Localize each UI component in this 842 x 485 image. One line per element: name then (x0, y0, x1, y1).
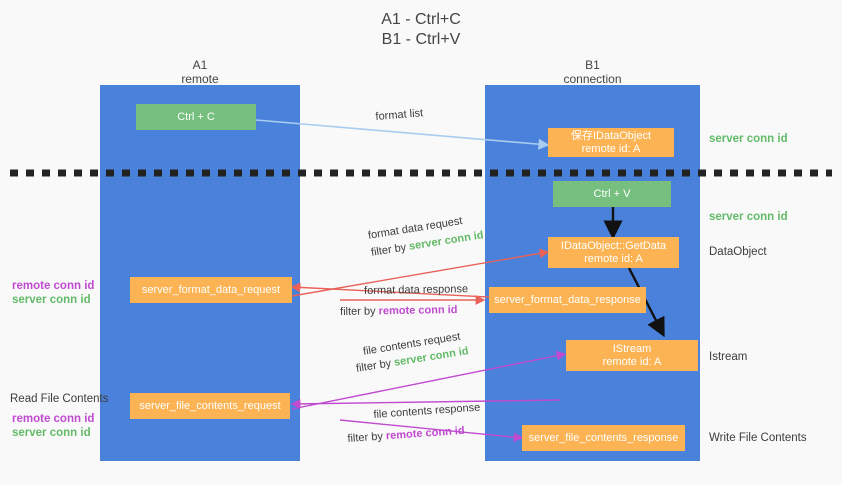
node-ctrl-c[interactable]: Ctrl + C (136, 104, 256, 130)
edge-label-format-data-response: format data response (364, 283, 469, 297)
annotation-left-conn-ids-2: remote conn id server conn id (12, 412, 94, 440)
title-line-2: B1 - Ctrl+V (381, 31, 461, 48)
column-b1-role: connection (563, 72, 622, 86)
column-b1-name: B1 (585, 58, 600, 72)
annotation-left-remote-conn-id-1: remote conn id (12, 280, 95, 292)
node-save-idataobject[interactable]: 保存IDataObject remote id: A (548, 128, 674, 157)
edge-label-fdresp-filter-key: remote conn id (378, 303, 458, 318)
edge-label-fcresp-filter-key: remote conn id (385, 424, 465, 443)
node-ctrl-c-label: Ctrl + C (177, 110, 215, 123)
edge-label-format-list: format list (375, 107, 424, 123)
annotation-server-conn-id-top: server conn id (709, 133, 788, 145)
node-server-file-contents-response[interactable]: server_file_contents_response (522, 425, 685, 451)
node-istream[interactable]: IStream remote id: A (566, 340, 698, 371)
column-a1-name: A1 (192, 58, 208, 72)
annotation-left-server-conn-id-1: server conn id (12, 294, 91, 306)
column-header-a1: A1 remote (100, 58, 300, 86)
edge-label-fcreq-filter-prefix: filter by (355, 356, 396, 375)
node-istream-label: IStream remote id: A (602, 342, 662, 368)
node-server-file-contents-request[interactable]: server_file_contents_request (130, 393, 290, 419)
edge-label-fdresp-filter-prefix: filter by (340, 305, 379, 318)
annotation-left-server-conn-id-2: server conn id (12, 427, 91, 439)
edge-label-fcresp-filter-prefix: filter by (347, 430, 387, 445)
node-ctrl-v[interactable]: Ctrl + V (553, 181, 671, 207)
annotation-istream: Istream (709, 351, 748, 363)
node-server-file-contents-request-label: server_file_contents_request (139, 399, 281, 412)
annotation-read-file-contents: Read File Contents (10, 393, 109, 405)
column-header-b1: B1 connection (485, 58, 700, 86)
column-a1-role: remote (181, 72, 219, 86)
annotation-left-conn-ids-1: remote conn id server conn id (12, 279, 94, 307)
title-line-1: A1 - Ctrl+C (381, 11, 461, 28)
annotation-server-conn-id-mid: server conn id (709, 211, 788, 223)
edge-label-format-data-response-filter: filter by remote conn id (340, 303, 458, 319)
node-server-file-contents-response-label: server_file_contents_response (528, 431, 679, 444)
node-server-format-data-request[interactable]: server_format_data_request (130, 277, 292, 303)
page-title: A1 - Ctrl+C B1 - Ctrl+V (0, 10, 842, 50)
edge-label-file-contents-response: file contents response (373, 401, 481, 421)
node-idataobject-getdata[interactable]: IDataObject::GetData remote id: A (548, 237, 679, 268)
node-idataobject-getdata-label: IDataObject::GetData remote id: A (560, 239, 667, 265)
node-save-idataobject-label: 保存IDataObject remote id: A (570, 129, 652, 155)
annotation-left-remote-conn-id-2: remote conn id (12, 413, 95, 425)
node-ctrl-v-label: Ctrl + V (593, 187, 631, 200)
node-server-format-data-response[interactable]: server_format_data_response (489, 287, 646, 313)
annotation-write-file-contents: Write File Contents (709, 432, 807, 444)
annotation-dataobject: DataObject (709, 246, 767, 258)
edge-label-file-contents-response-filter: filter by remote conn id (347, 424, 465, 446)
edge-label-fdreq-filter-prefix: filter by (370, 240, 411, 259)
node-server-format-data-request-label: server_format_data_request (141, 283, 281, 296)
node-server-format-data-response-label: server_format_data_response (494, 293, 641, 306)
